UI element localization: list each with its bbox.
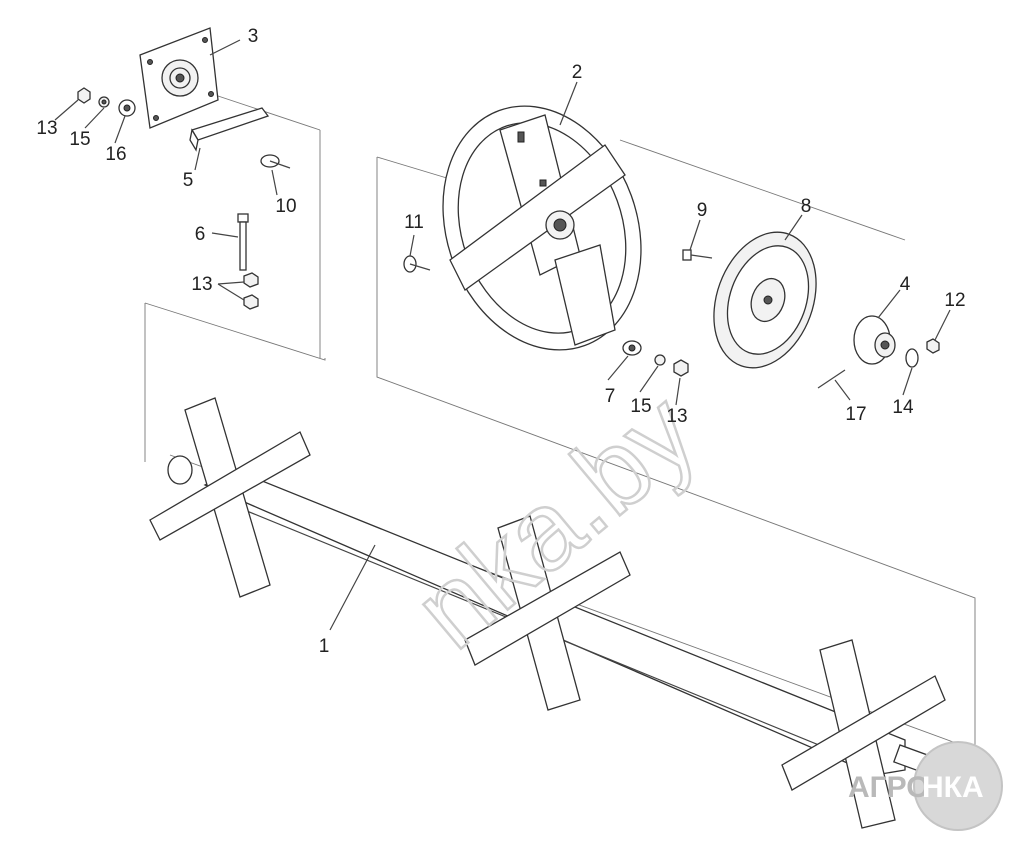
callout-11: 11 bbox=[404, 212, 424, 233]
callout-10: 10 bbox=[275, 196, 296, 217]
callout-13-top: 13 bbox=[36, 118, 57, 139]
callout-13-bolt: 13 bbox=[191, 274, 212, 295]
fasteners-middle bbox=[622, 340, 689, 377]
logo-right-text: НКА bbox=[922, 771, 984, 804]
callout-3: 3 bbox=[248, 26, 259, 47]
reel-shaft-1 bbox=[149, 397, 946, 829]
callout-12: 12 bbox=[944, 290, 965, 311]
agronka-logo: АГРО НКА bbox=[848, 741, 1003, 831]
bolt-9 bbox=[682, 249, 713, 261]
bearing-plate-3 bbox=[139, 27, 219, 129]
logo-left-text: АГРО bbox=[848, 771, 930, 804]
callout-16: 16 bbox=[105, 144, 126, 165]
callout-15-top: 15 bbox=[69, 129, 90, 150]
long-bolt-6 bbox=[237, 213, 259, 310]
bolt-10 bbox=[260, 154, 291, 169]
callout-labels: 1 2 3 4 5 6 7 8 9 10 11 12 13 13 13 14 1… bbox=[36, 26, 965, 657]
angle-bracket-5 bbox=[189, 107, 270, 152]
callout-7: 7 bbox=[605, 386, 616, 407]
callout-17: 17 bbox=[845, 404, 866, 425]
callout-8: 8 bbox=[801, 196, 812, 217]
fasteners-top-left bbox=[77, 87, 136, 117]
callout-2: 2 bbox=[572, 62, 583, 83]
leader-lines bbox=[54, 39, 951, 631]
callout-5: 5 bbox=[183, 170, 194, 191]
reel-wheel-2 bbox=[442, 105, 642, 351]
callout-13-middle: 13 bbox=[666, 406, 687, 427]
hub-4 bbox=[853, 315, 896, 365]
callout-4: 4 bbox=[900, 274, 911, 295]
callout-6: 6 bbox=[195, 224, 206, 245]
bolt-11 bbox=[403, 255, 431, 273]
callout-15-middle: 15 bbox=[630, 396, 651, 417]
callout-14: 14 bbox=[892, 397, 914, 418]
callout-1: 1 bbox=[319, 636, 330, 657]
fasteners-right bbox=[817, 338, 940, 389]
pulley-8 bbox=[713, 231, 817, 369]
callout-9: 9 bbox=[697, 200, 708, 221]
